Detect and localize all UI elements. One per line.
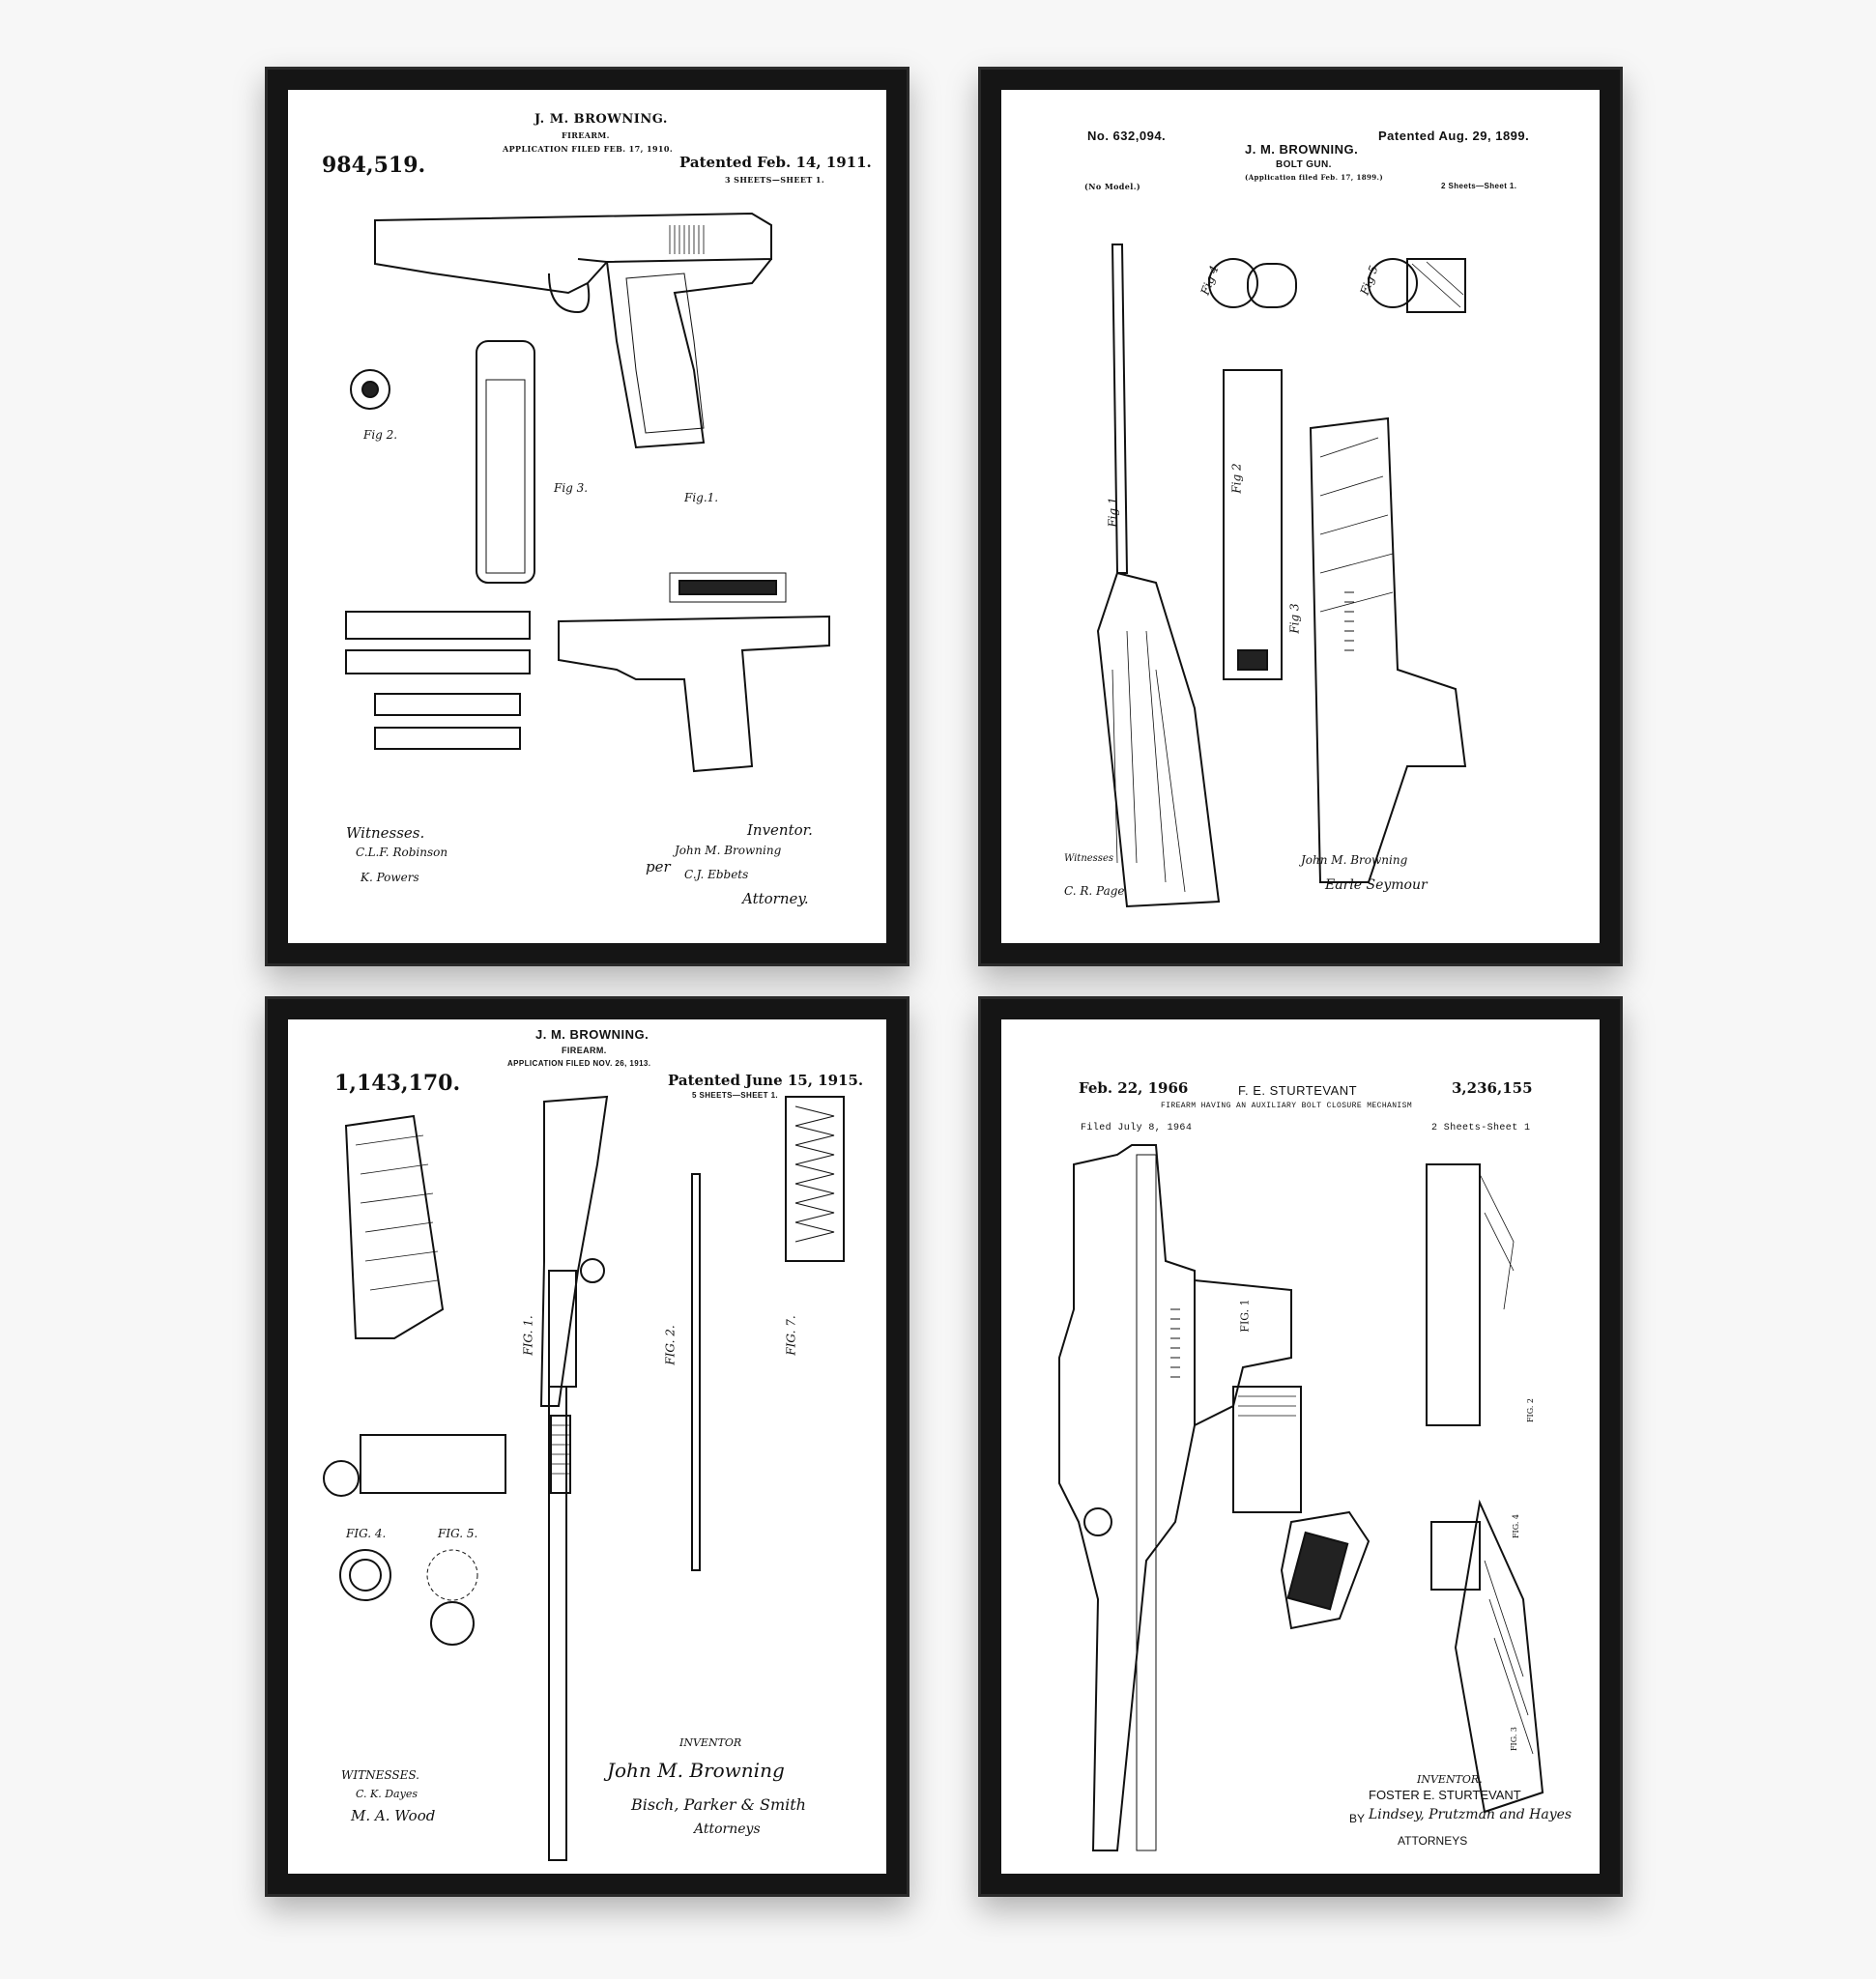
patent-number: 1,143,170. xyxy=(334,1071,461,1096)
filed-date: Filed July 8, 1964 xyxy=(1081,1123,1193,1133)
attorney-signature: Earle Seymour xyxy=(1325,877,1428,893)
inventor-name: J. M. BROWNING. xyxy=(535,1027,649,1042)
inventor-signature: John M. Browning xyxy=(1301,853,1408,867)
per-label: per xyxy=(646,858,671,875)
sheets-label: 3 SHEETS—SHEET 1. xyxy=(725,175,825,185)
attorney-signature: Lindsey, Prutzman and Hayes xyxy=(1369,1807,1573,1822)
poster-frame-browning-1911: J. M. BROWNING. FIREARM. APPLICATION FIL… xyxy=(265,67,909,966)
fig-label: Fig.1. xyxy=(684,491,719,504)
inventor-signature: John M. Browning xyxy=(607,1759,785,1782)
inventor-label: Inventor. xyxy=(747,821,813,839)
fig-label: FIG. 2 xyxy=(1526,1398,1535,1422)
poster-frame-browning-bolt-gun: No. 632,094. Patented Aug. 29, 1899. J. … xyxy=(978,67,1623,966)
poster-frame-sturtevant-1966: Feb. 22, 1966 F. E. STURTEVANT 3,236,155… xyxy=(978,996,1623,1897)
application-date: (Application filed Feb. 17, 1899.) xyxy=(1245,173,1384,182)
patent-number: 3,236,155 xyxy=(1452,1079,1533,1097)
invention-title: FIREARM HAVING AN AUXILIARY BOLT CLOSURE… xyxy=(1161,1102,1413,1110)
witness-signature: C. K. Dayes xyxy=(356,1788,418,1800)
inventor-label: INVENTOR xyxy=(679,1736,742,1749)
witness-signature: C. R. Page xyxy=(1064,884,1125,898)
inventor-name: F. E. STURTEVANT xyxy=(1238,1083,1358,1098)
poster-paper: Feb. 22, 1966 F. E. STURTEVANT 3,236,155… xyxy=(1001,1019,1600,1874)
sheets-label: 2 Sheets-Sheet 1 xyxy=(1431,1123,1531,1133)
patent-number: 984,519. xyxy=(322,153,426,178)
inventor-full-name: FOSTER E. STURTEVANT xyxy=(1369,1788,1521,1802)
bolt-gun-drawing xyxy=(1096,244,1467,908)
fig-label: Fig 2. xyxy=(363,428,398,442)
fig-label: FIG. 4 xyxy=(1512,1514,1520,1538)
witness-signature: K. Powers xyxy=(361,871,419,884)
fig-label: FIG. 4. xyxy=(346,1527,387,1540)
shotgun-drawing xyxy=(323,1095,845,1861)
patented-date: Patented Aug. 29, 1899. xyxy=(1378,129,1530,143)
by-label: BY xyxy=(1349,1812,1366,1825)
witnesses-signature: Witnesses xyxy=(1064,853,1113,864)
patented-date: Patented June 15, 1915. xyxy=(668,1072,864,1089)
poster-paper: No. 632,094. Patented Aug. 29, 1899. J. … xyxy=(1001,90,1600,943)
fig-label: FIG. 5. xyxy=(438,1527,478,1540)
attorney-label: ATTORNEYS xyxy=(1398,1834,1468,1848)
fig-label: FIG. 3 xyxy=(1510,1727,1518,1751)
inventor-name: J. M. BROWNING. xyxy=(1245,142,1359,157)
poster-paper: J. M. BROWNING. FIREARM. APPLICATION FIL… xyxy=(288,90,886,943)
patented-date: Patented Feb. 14, 1911. xyxy=(679,154,872,171)
pistol-drawing xyxy=(345,212,830,773)
attorney-label: Attorneys xyxy=(694,1821,761,1837)
fig-label: Fig 3 xyxy=(1287,603,1302,634)
inventor-signature: John M. Browning xyxy=(675,844,782,857)
invention-title: FIREARM. xyxy=(562,130,610,140)
no-model-label: (No Model.) xyxy=(1084,182,1141,191)
fig-label: FIG. 2. xyxy=(663,1325,678,1365)
fig-label: FIG. 7. xyxy=(784,1315,798,1356)
fig-label: Fig 1 xyxy=(1106,497,1120,528)
inventor-name: J. M. BROWNING. xyxy=(534,112,668,127)
attorney-label: Attorney. xyxy=(742,890,809,907)
witness-signature: C.L.F. Robinson xyxy=(356,846,448,859)
attorney-signature: C.J. Ebbets xyxy=(684,868,749,881)
attorney-signature: Bisch, Parker & Smith xyxy=(631,1795,806,1814)
inventor-label: INVENTOR. xyxy=(1417,1773,1483,1786)
fig-label: Fig 3. xyxy=(554,481,589,495)
poster-frame-browning-1915: J. M. BROWNING. FIREARM. APPLICATION FIL… xyxy=(265,996,909,1897)
application-date: APPLICATION FILED NOV. 26, 1913. xyxy=(507,1059,651,1068)
patented-date: Feb. 22, 1966 xyxy=(1079,1079,1189,1097)
witnesses-label: Witnesses. xyxy=(346,824,425,842)
invention-title: FIREARM. xyxy=(562,1046,607,1055)
rifle-drawing xyxy=(1058,1144,1544,1851)
invention-title: BOLT GUN. xyxy=(1276,159,1332,170)
poster-paper: J. M. BROWNING. FIREARM. APPLICATION FIL… xyxy=(288,1019,886,1874)
witnesses-label: WITNESSES. xyxy=(341,1768,419,1782)
witness-signature: M. A. Wood xyxy=(351,1807,436,1824)
application-date: APPLICATION FILED FEB. 17, 1910. xyxy=(503,144,674,154)
fig-label: Fig 2 xyxy=(1229,463,1244,494)
patent-number: No. 632,094. xyxy=(1087,129,1167,143)
sheets-label: 5 SHEETS—SHEET 1. xyxy=(692,1091,779,1100)
fig-label: FIG. 1 xyxy=(1238,1299,1252,1333)
sheets-label: 2 Sheets—Sheet 1. xyxy=(1441,182,1517,190)
fig-label: FIG. 1. xyxy=(521,1315,535,1356)
